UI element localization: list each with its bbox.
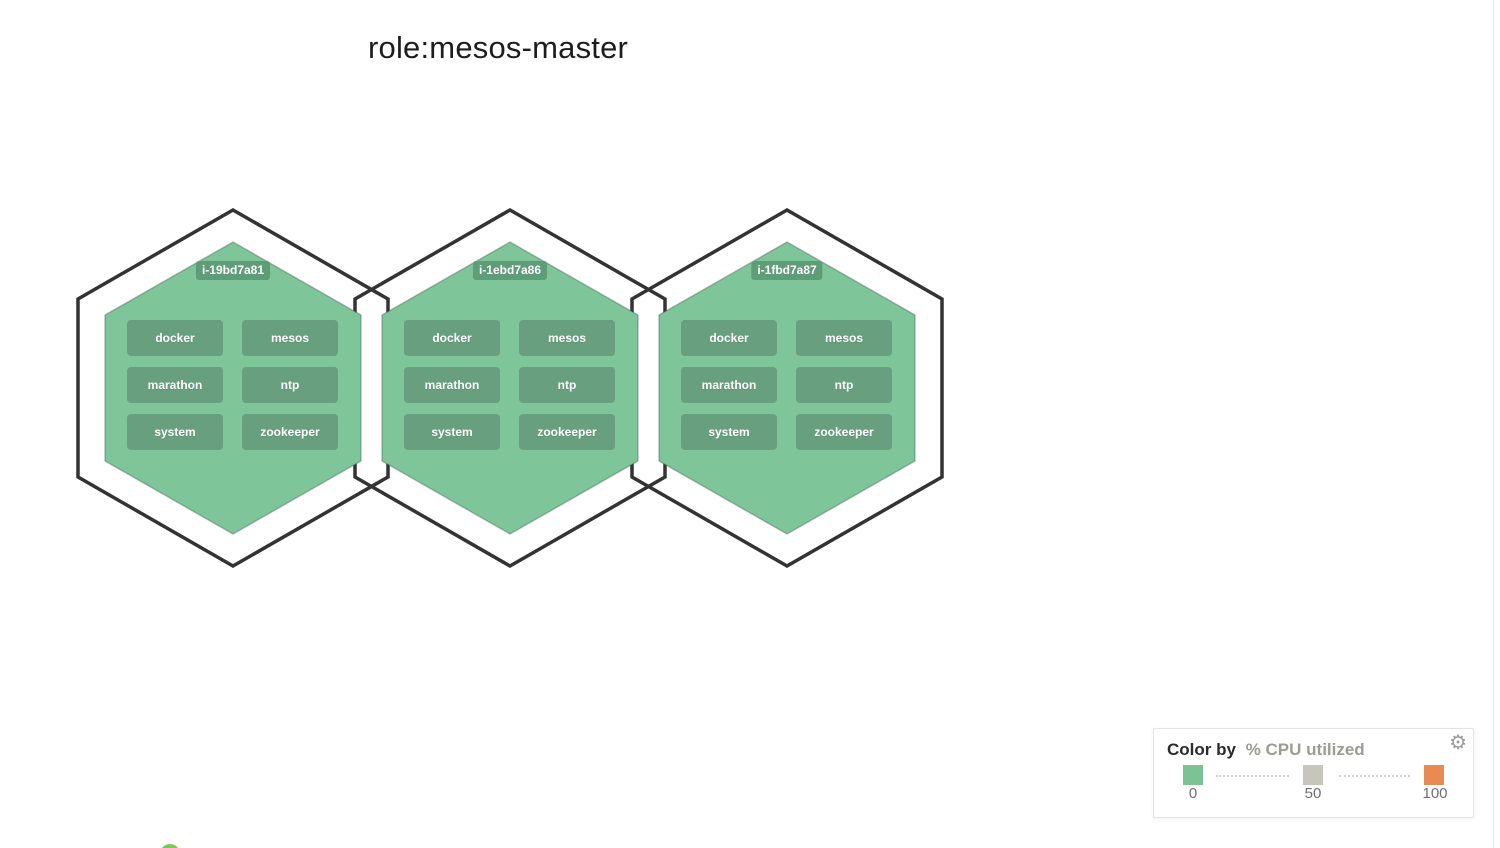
tag-system[interactable]: system xyxy=(127,414,223,450)
clipped-green-dot xyxy=(160,844,180,848)
legend-dotted-line xyxy=(1216,775,1289,777)
host-tag-grid: docker mesos marathon ntp system zookeep… xyxy=(127,320,339,450)
legend-swatch-low xyxy=(1183,765,1203,785)
legend-tick-100: 100 xyxy=(1422,785,1448,802)
color-legend-panel: Color by % CPU utilized ⚙ 0 50 100 xyxy=(1153,728,1474,818)
tag-docker[interactable]: docker xyxy=(681,320,777,356)
tag-marathon[interactable]: marathon xyxy=(404,367,500,403)
legend-swatch-mid xyxy=(1303,765,1323,785)
host-hexagon[interactable] xyxy=(381,241,639,535)
legend-swatch-high xyxy=(1424,765,1444,785)
host-hexagon[interactable] xyxy=(104,241,362,535)
group-title: role:mesos-master xyxy=(368,30,629,65)
host-hexagon[interactable] xyxy=(658,241,916,535)
tag-ntp[interactable]: ntp xyxy=(242,367,338,403)
instance-id-label[interactable]: i-19bd7a81 xyxy=(195,261,271,280)
gear-icon[interactable]: ⚙ xyxy=(1449,732,1467,754)
tag-docker[interactable]: docker xyxy=(127,320,223,356)
instance-id-label[interactable]: i-1ebd7a86 xyxy=(472,261,548,280)
tag-ntp[interactable]: ntp xyxy=(796,367,892,403)
host-tag-grid: docker mesos marathon ntp system zookeep… xyxy=(404,320,616,450)
tag-zookeeper[interactable]: zookeeper xyxy=(242,414,338,450)
tag-marathon[interactable]: marathon xyxy=(127,367,223,403)
legend-dotted-line xyxy=(1339,775,1410,777)
tag-ntp[interactable]: ntp xyxy=(519,367,615,403)
legend-header: Color by % CPU utilized xyxy=(1167,740,1365,760)
tag-zookeeper[interactable]: zookeeper xyxy=(519,414,615,450)
legend-tick-0: 0 xyxy=(1188,785,1198,802)
tag-system[interactable]: system xyxy=(681,414,777,450)
legend-color-by-label: Color by xyxy=(1167,740,1236,759)
instance-id-label[interactable]: i-1fbd7a87 xyxy=(751,261,823,280)
host-hexagon-outline xyxy=(630,207,944,569)
tag-docker[interactable]: docker xyxy=(404,320,500,356)
tag-zookeeper[interactable]: zookeeper xyxy=(796,414,892,450)
host-hexagon-outline xyxy=(353,207,667,569)
tag-system[interactable]: system xyxy=(404,414,500,450)
legend-metric-label[interactable]: % CPU utilized xyxy=(1245,740,1365,759)
tag-mesos[interactable]: mesos xyxy=(519,320,615,356)
tag-marathon[interactable]: marathon xyxy=(681,367,777,403)
legend-tick-50: 50 xyxy=(1304,785,1322,802)
tag-mesos[interactable]: mesos xyxy=(242,320,338,356)
tag-mesos[interactable]: mesos xyxy=(796,320,892,356)
right-panel-divider xyxy=(1493,0,1494,848)
host-hexagon-outline xyxy=(76,207,390,569)
host-tag-grid: docker mesos marathon ntp system zookeep… xyxy=(681,320,893,450)
